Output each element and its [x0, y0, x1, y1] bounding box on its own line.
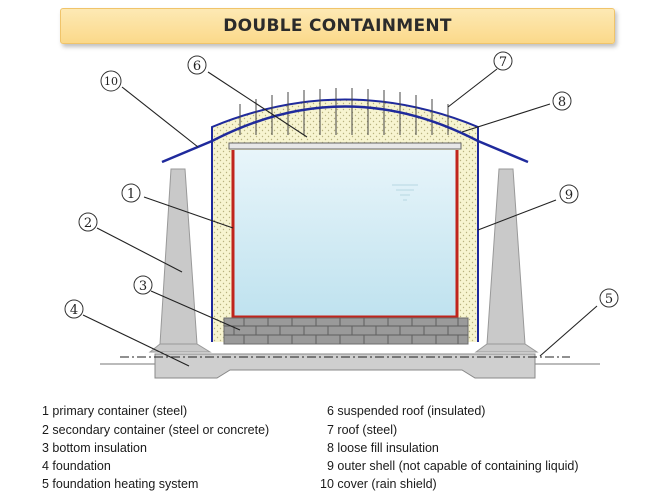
- svg-text:8: 8: [558, 95, 566, 110]
- diagram-title: DOUBLE CONTAINMENT: [223, 16, 452, 36]
- liquid-surface-mark: [392, 184, 418, 201]
- legend-item-5: 5 foundation heating system: [42, 477, 199, 491]
- svg-text:6: 6: [193, 59, 201, 74]
- callout-5: 5: [599, 288, 619, 308]
- roof-rafters: [239, 88, 449, 135]
- left-outer-pillar: [159, 168, 198, 345]
- callout-3: 3: [133, 275, 153, 295]
- svg-text:10: 10: [104, 75, 118, 88]
- rain-cover: [161, 105, 529, 164]
- leader-lines: [82, 68, 598, 367]
- svg-text:1: 1: [127, 187, 135, 202]
- legend-item-3: 3 bottom insulation: [42, 441, 147, 455]
- svg-text:7: 7: [499, 55, 507, 70]
- legend-item-1: 1 primary container (steel): [42, 404, 188, 418]
- legend-item-6: 6 suspended roof (insulated): [327, 404, 486, 418]
- right-outer-pillar: [486, 168, 526, 345]
- svg-text:2: 2: [84, 216, 92, 231]
- callout-2: 2: [78, 212, 98, 232]
- legend-item-10: 10 cover (rain shield): [320, 477, 437, 491]
- callout-1: 1: [121, 183, 141, 203]
- legend-item-4: 4 foundation: [42, 459, 111, 473]
- foundation: [154, 353, 536, 379]
- callout-7: 7: [493, 51, 513, 71]
- legend-item-2: 2 secondary container (steel or concrete…: [42, 423, 270, 437]
- bottom-insulation: [223, 317, 469, 345]
- svg-text:9: 9: [565, 188, 573, 203]
- legend-item-7: 7 roof (steel): [327, 423, 398, 437]
- primary-container: [231, 150, 459, 319]
- title-banner: DOUBLE CONTAINMENT: [60, 8, 615, 44]
- svg-text:3: 3: [139, 279, 147, 294]
- callout-6: 6: [187, 55, 207, 75]
- svg-text:4: 4: [70, 303, 78, 318]
- suspended-roof: [228, 142, 462, 150]
- callout-4: 4: [64, 299, 84, 319]
- callout-9: 9: [559, 184, 579, 204]
- stored-liquid: [233, 150, 457, 317]
- svg-text:5: 5: [605, 292, 613, 307]
- callout-8: 8: [552, 91, 572, 111]
- callout-10: 10: [100, 70, 122, 92]
- outer-shell: [211, 98, 479, 342]
- legend-item-9: 9 outer shell (not capable of containing…: [327, 459, 579, 473]
- legend-item-8: 8 loose fill insulation: [327, 441, 439, 455]
